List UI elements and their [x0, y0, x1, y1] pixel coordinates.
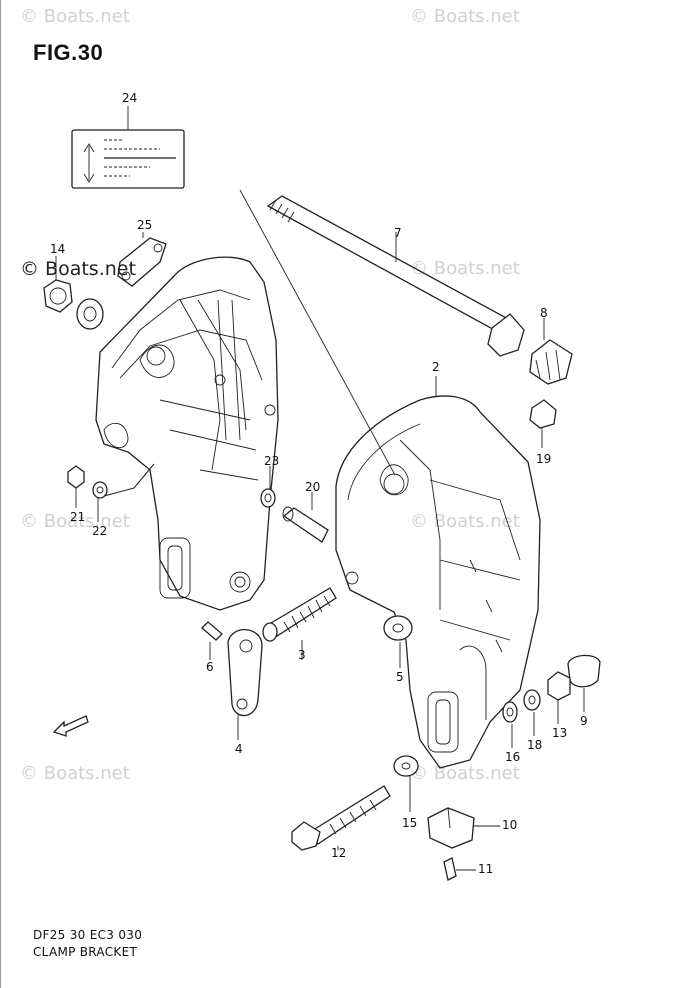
callout-8: 8 [540, 306, 548, 320]
watermark: © Boats.net [410, 511, 520, 532]
leader-line [239, 189, 396, 476]
callout-20: 20 [305, 480, 321, 494]
pin-part [282, 492, 329, 543]
watermark: © Boats.net [20, 511, 130, 532]
threaded-rod-part [262, 587, 337, 660]
cap-part [567, 654, 601, 712]
sleeve-nut-part [529, 318, 573, 385]
callout-24: 24 [122, 91, 138, 105]
washer-part [393, 755, 419, 812]
callout-14: 14 [50, 242, 66, 256]
callout-10: 10 [502, 818, 518, 832]
screw-part [443, 857, 476, 881]
callout-19: 19 [536, 452, 552, 466]
right-clamp-bracket [335, 376, 541, 769]
small-nut-part [529, 399, 557, 448]
nut-part [547, 671, 571, 724]
block-part [427, 807, 500, 849]
washer-part [383, 615, 413, 668]
bolt-part [291, 785, 391, 851]
callout-12: 12 [331, 846, 347, 860]
small-pin-part [201, 621, 223, 660]
washer-part [523, 689, 541, 736]
callout-18: 18 [527, 738, 543, 752]
callout-9: 9 [580, 714, 588, 728]
callout-5: 5 [396, 670, 404, 684]
watermark: © Boats.net [20, 258, 136, 280]
diagram-code: DF25 30 EC3 030 [33, 928, 143, 942]
watermark: © Boats.net [20, 763, 130, 784]
label-plate-icon [71, 106, 185, 189]
lever-part [227, 629, 263, 740]
callout-4: 4 [235, 742, 243, 756]
callout-23: 23 [264, 454, 280, 468]
gasket-part [117, 232, 167, 287]
watermark: © Boats.net [410, 258, 520, 279]
leader-line [103, 463, 155, 497]
nut-part [43, 256, 104, 330]
callout-6: 6 [206, 660, 214, 674]
watermark: © Boats.net [410, 6, 520, 27]
washer-part [92, 481, 108, 522]
callout-25: 25 [137, 218, 153, 232]
callout-3: 3 [298, 648, 306, 662]
watermark: © Boats.net [20, 6, 130, 27]
callout-22: 22 [92, 524, 108, 538]
washer-part [260, 466, 276, 508]
diagram-caption: CLAMP BRACKET [33, 945, 138, 959]
washer-part [502, 701, 518, 748]
fwd-arrow-icon [52, 715, 89, 737]
figure-title: FIG.30 [33, 40, 104, 65]
callout-2: 2 [432, 360, 440, 374]
callout-13: 13 [552, 726, 568, 740]
nut-part [67, 465, 85, 508]
watermark: © Boats.net [410, 763, 520, 784]
through-bolt-part [266, 195, 525, 357]
callout-11: 11 [478, 862, 494, 876]
left-clamp-bracket [95, 256, 279, 611]
callout-7: 7 [394, 226, 402, 240]
callout-15: 15 [402, 816, 418, 830]
callout-21: 21 [70, 510, 86, 524]
callout-16: 16 [505, 750, 521, 764]
